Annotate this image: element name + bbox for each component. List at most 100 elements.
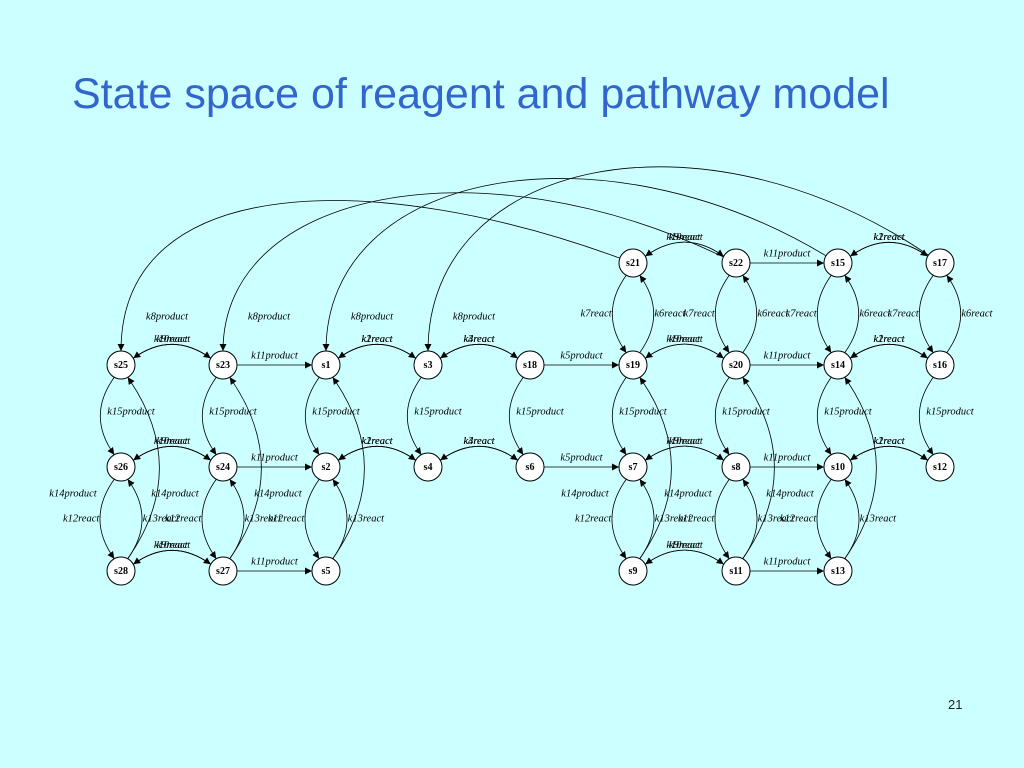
transition-label: k8product xyxy=(351,311,394,322)
transition-label: k12react xyxy=(268,513,305,524)
transition-label: k12react xyxy=(780,513,817,524)
transition-edge xyxy=(850,241,928,257)
transition-label: k1react xyxy=(873,334,905,345)
transition-edge xyxy=(338,343,416,359)
transition-edge xyxy=(714,275,730,353)
state-label: s17 xyxy=(933,258,947,269)
transition-label: k6react xyxy=(654,308,686,319)
transition-label: k9react xyxy=(669,334,701,345)
transition-label: k12react xyxy=(63,513,100,524)
transition-edge xyxy=(133,549,211,565)
transition-label: k1react xyxy=(361,334,393,345)
transition-edge xyxy=(338,445,416,461)
transition-label: k5product xyxy=(560,452,603,463)
state-circle xyxy=(311,350,341,380)
transition-edge xyxy=(714,479,730,559)
transition-edge xyxy=(219,192,724,352)
transition-label: k4react xyxy=(463,334,495,345)
transition-label: k1react xyxy=(873,436,905,447)
state-label: s7 xyxy=(629,462,638,473)
state-circle xyxy=(823,248,853,278)
transition-label: k14product xyxy=(664,488,713,499)
transition-label: k13react xyxy=(348,513,385,524)
state-circle xyxy=(515,350,545,380)
transition-edge xyxy=(127,377,160,559)
state-node-s13: s13 xyxy=(823,556,853,586)
state-label: s1 xyxy=(322,360,331,371)
transition-edge xyxy=(714,377,730,455)
transition-edge xyxy=(133,445,211,461)
transition-label: k9react xyxy=(669,232,701,243)
transition-label: k15product xyxy=(414,406,463,417)
transition-edge xyxy=(127,479,143,559)
state-node-s3: s3 xyxy=(413,350,443,380)
transition-label: k11product xyxy=(764,248,812,259)
state-circle xyxy=(413,350,443,380)
state-circle xyxy=(208,452,238,482)
transition-edge xyxy=(645,241,724,257)
transition-edge xyxy=(406,377,422,455)
transition-label: k15product xyxy=(824,406,873,417)
state-circle xyxy=(823,556,853,586)
state-label: s15 xyxy=(831,258,845,269)
transition-label: k11product xyxy=(251,452,299,463)
transition-label: k14product xyxy=(151,488,200,499)
transition-edge xyxy=(816,479,832,559)
transition-edge xyxy=(844,479,860,559)
state-node-s10: s10 xyxy=(823,452,853,482)
transition-label: k15product xyxy=(312,406,361,417)
transition-edge xyxy=(304,377,320,455)
state-label: s24 xyxy=(216,462,230,473)
state-circle xyxy=(515,452,545,482)
transition-edge xyxy=(611,377,627,455)
transition-edge xyxy=(742,275,758,353)
slide-title: State space of reagent and pathway model xyxy=(72,70,890,118)
transition-label: k10react xyxy=(666,232,703,243)
transition-label: k15product xyxy=(107,406,156,417)
transition-label: k10react xyxy=(666,540,703,551)
transition-label: k11product xyxy=(251,350,299,361)
transition-label: k14product xyxy=(561,488,610,499)
transition-label: k15product xyxy=(516,406,565,417)
state-circle xyxy=(618,248,648,278)
state-label: s2 xyxy=(322,462,331,473)
state-node-s26: s26 xyxy=(106,452,136,482)
transition-label: k2react xyxy=(361,334,393,345)
state-node-s4: s4 xyxy=(413,452,443,482)
state-circle xyxy=(823,452,853,482)
transition-edge xyxy=(440,445,518,461)
state-node-s2: s2 xyxy=(311,452,341,482)
state-label: s20 xyxy=(729,360,743,371)
transition-label: k2react xyxy=(873,232,905,243)
state-node-s6: s6 xyxy=(515,452,545,482)
state-label: s10 xyxy=(831,462,845,473)
transition-edge xyxy=(742,377,775,559)
state-label: s19 xyxy=(626,360,640,371)
state-label: s16 xyxy=(933,360,947,371)
transition-edge xyxy=(918,377,934,455)
transition-label: k15product xyxy=(722,406,771,417)
state-node-s25: s25 xyxy=(106,350,136,380)
state-circle xyxy=(823,350,853,380)
state-circle xyxy=(618,556,648,586)
transition-edge xyxy=(639,275,655,353)
transition-label: k11product xyxy=(764,452,812,463)
state-node-s5: s5 xyxy=(311,556,341,586)
state-circle xyxy=(618,350,648,380)
transition-label: k13react xyxy=(655,513,692,524)
state-circle xyxy=(106,452,136,482)
transition-label: k6react xyxy=(859,308,891,319)
state-node-s16: s16 xyxy=(925,350,955,380)
transition-edge xyxy=(332,377,365,559)
transition-edge xyxy=(850,343,928,359)
transition-label: k15product xyxy=(209,406,258,417)
state-node-s27: s27 xyxy=(208,556,238,586)
transition-edge xyxy=(844,377,877,559)
transition-label: k7react xyxy=(581,308,613,319)
state-circle xyxy=(413,452,443,482)
state-label: s25 xyxy=(114,360,128,371)
transition-label: k1react xyxy=(361,436,393,447)
transition-label: k3react xyxy=(463,334,495,345)
